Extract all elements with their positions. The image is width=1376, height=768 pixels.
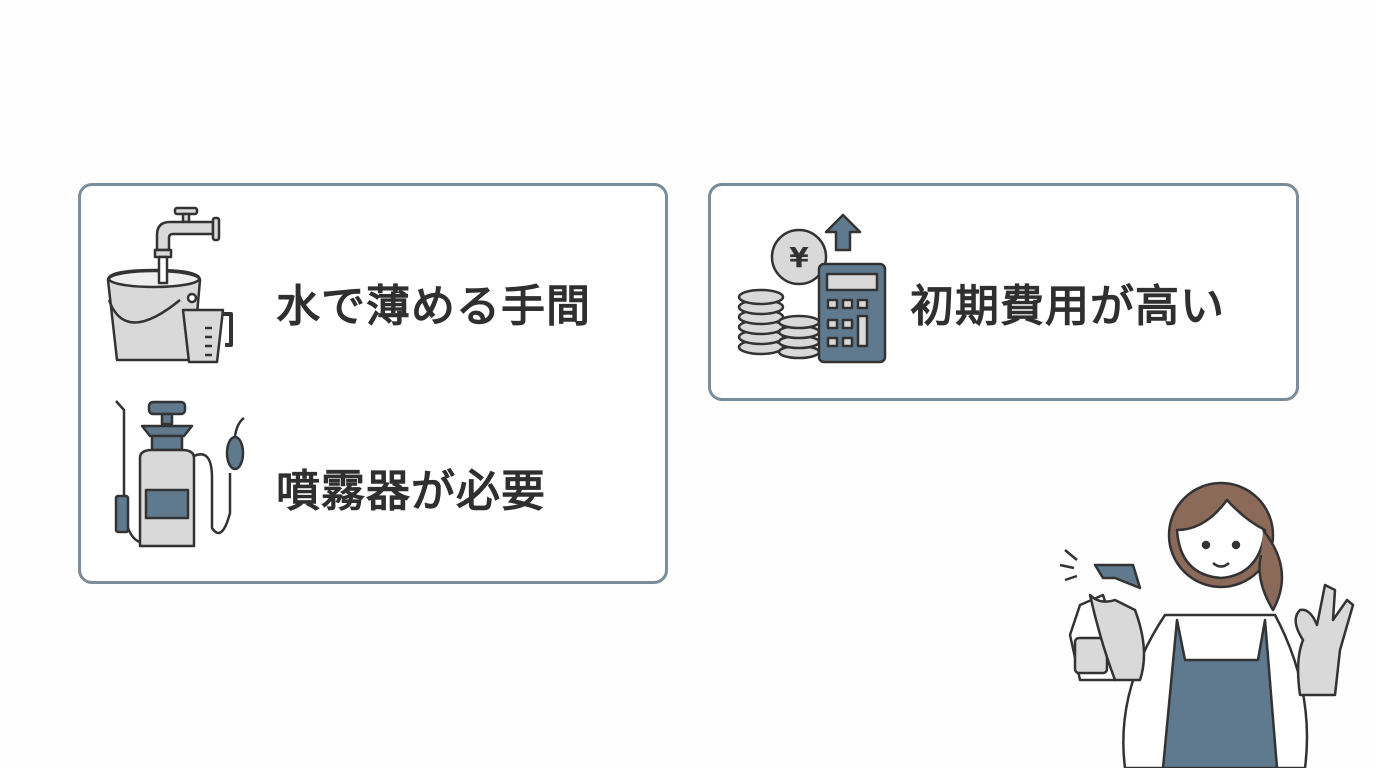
disadvantages-card-right (708, 183, 1299, 401)
faucet-bucket-measuring-cup-icon (106, 206, 233, 364)
svg-text:¥: ¥ (789, 241, 809, 274)
item-label-dilution: 水で薄める手間 (276, 281, 591, 332)
woman-apron-spray-ok-gesture-icon (1059, 481, 1355, 768)
item-label-initial-cost: 初期費用が高い (910, 281, 1225, 332)
pressure-sprayer-icon (114, 400, 245, 548)
yen-coins-calculator-up-arrow-icon: ¥ (737, 213, 887, 364)
item-label-sprayer: 噴霧器が必要 (276, 466, 546, 517)
